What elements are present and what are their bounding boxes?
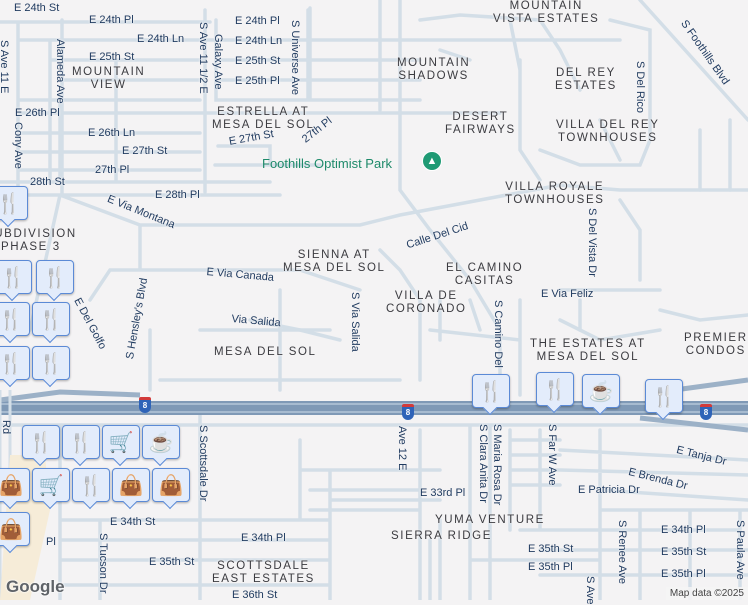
restaurant-icon[interactable]: 🍴 <box>72 468 110 502</box>
street-label: S Ave <box>584 576 596 605</box>
coffee-icon[interactable]: ☕ <box>142 425 180 459</box>
street-label: S Far W Ave <box>546 424 558 486</box>
interstate-shield-icon: 8 <box>139 397 151 413</box>
restaurant-icon[interactable]: 🍴 <box>62 425 100 459</box>
restaurant-icon[interactable]: 🍴 <box>472 374 510 408</box>
shopping-bag-icon[interactable]: 👜 <box>0 512 30 546</box>
restaurant-icon[interactable]: 🍴 <box>536 372 574 406</box>
park-label[interactable]: Foothills Optimist Park <box>262 156 393 171</box>
restaurant-icon[interactable]: 🍴 <box>0 260 32 294</box>
street-label: E 24th Pl <box>235 15 280 27</box>
street-label: 28th St <box>30 176 65 188</box>
interstate-shield-icon: 8 <box>402 404 414 420</box>
tree-icon[interactable]: ▲ <box>422 151 442 171</box>
street-label: Pl <box>46 536 56 548</box>
street-label: E 28th Pl <box>155 189 200 201</box>
street-label: E 36th St <box>232 589 278 601</box>
street-label: 27th Pl <box>95 164 130 176</box>
neighborhood-yuma-venture: YUMA VENTURE <box>435 514 545 526</box>
interstate-shield-icon: 8 <box>700 404 712 420</box>
street-label: Alameda Ave <box>54 39 66 104</box>
street-label: E Patricia Dr <box>578 484 640 496</box>
street-label: E 34th Pl <box>241 532 286 544</box>
street-label: E 24th Ln <box>137 33 185 45</box>
neighborhood-mesa-del-sol: MESA DEL SOL <box>214 346 317 358</box>
street-label: S Universe Ave <box>289 20 301 96</box>
restaurant-icon[interactable]: 🍴 <box>36 260 74 294</box>
shopping-bag-icon[interactable]: 👜 <box>0 468 30 502</box>
street-label: E 34th Pl <box>661 524 706 536</box>
street-label: E 25th St <box>235 55 281 67</box>
street-label: S Tucson Dr <box>97 533 109 594</box>
restaurant-icon[interactable]: 🍴 <box>32 302 70 336</box>
street-label: E 35th St <box>661 546 707 558</box>
street-label: S Ave 11 1/2 E <box>197 22 209 94</box>
shopping-cart-icon[interactable]: 🛒 <box>102 425 140 459</box>
street-label: S Ave 11 E <box>0 40 10 93</box>
street-label: S Paula Ave <box>734 520 746 580</box>
street-label: E Via Feliz <box>541 288 594 300</box>
shopping-cart-icon[interactable]: 🛒 <box>32 468 70 502</box>
restaurant-icon[interactable]: 🍴 <box>0 346 30 380</box>
coffee-icon[interactable]: ☕ <box>582 374 620 408</box>
street-label: E 34th St <box>110 516 156 528</box>
street-label: Cony Ave <box>12 122 24 169</box>
google-logo: Google <box>6 577 65 596</box>
street-label: E 35th Pl <box>528 561 573 573</box>
restaurant-icon[interactable]: 🍴 <box>22 425 60 459</box>
street-label: E 24th St <box>14 2 60 14</box>
restaurant-icon[interactable]: 🍴 <box>0 302 30 336</box>
street-label: E 24th Pl <box>89 14 134 26</box>
street-label: E 33rd Pl <box>420 487 466 499</box>
street-label: Galaxy Ave <box>212 34 224 90</box>
street-label: E 35th St <box>528 543 574 555</box>
shopping-bag-icon[interactable]: 👜 <box>112 468 150 502</box>
street-label: Rd <box>0 420 12 435</box>
street-label: E 35th St <box>149 556 195 568</box>
shopping-bag-icon[interactable]: 👜 <box>152 468 190 502</box>
restaurant-icon[interactable]: 🍴 <box>32 346 70 380</box>
street-label: E 26th Pl <box>15 107 60 119</box>
street-label: S Maria Rosa Dr <box>491 424 503 506</box>
street-label: S Camino Del <box>492 300 504 368</box>
street-label: S Del Vista Dr <box>586 208 598 277</box>
restaurant-icon[interactable]: 🍴 <box>645 379 683 413</box>
street-label: S Renee Ave <box>616 520 628 585</box>
street-label: E 24th Ln <box>235 35 283 47</box>
street-label: E 25th St <box>89 51 135 63</box>
street-label: S Del Rico <box>634 61 646 113</box>
street-label: Ave 12 E <box>396 426 408 471</box>
street-label: E 27th St <box>122 145 168 157</box>
map-attribution[interactable]: Map data ©2025 <box>665 587 748 600</box>
street-label: E 25th Pl <box>235 75 280 87</box>
street-label: E 35th Pl <box>661 568 706 580</box>
restaurant-icon[interactable]: 🍴 <box>0 186 28 220</box>
neighborhood-sierra-ridge: SIERRA RIDGE <box>391 530 492 542</box>
neighborhood-subdivision: SUBDIVISIONPHASE 3 <box>0 228 77 253</box>
street-label: S Via Salida <box>349 292 361 352</box>
street-label: S Scottsdale Dr <box>197 425 209 502</box>
street-label: S Clara Anita Dr <box>477 424 489 503</box>
street-label: E 26th Ln <box>88 127 136 139</box>
